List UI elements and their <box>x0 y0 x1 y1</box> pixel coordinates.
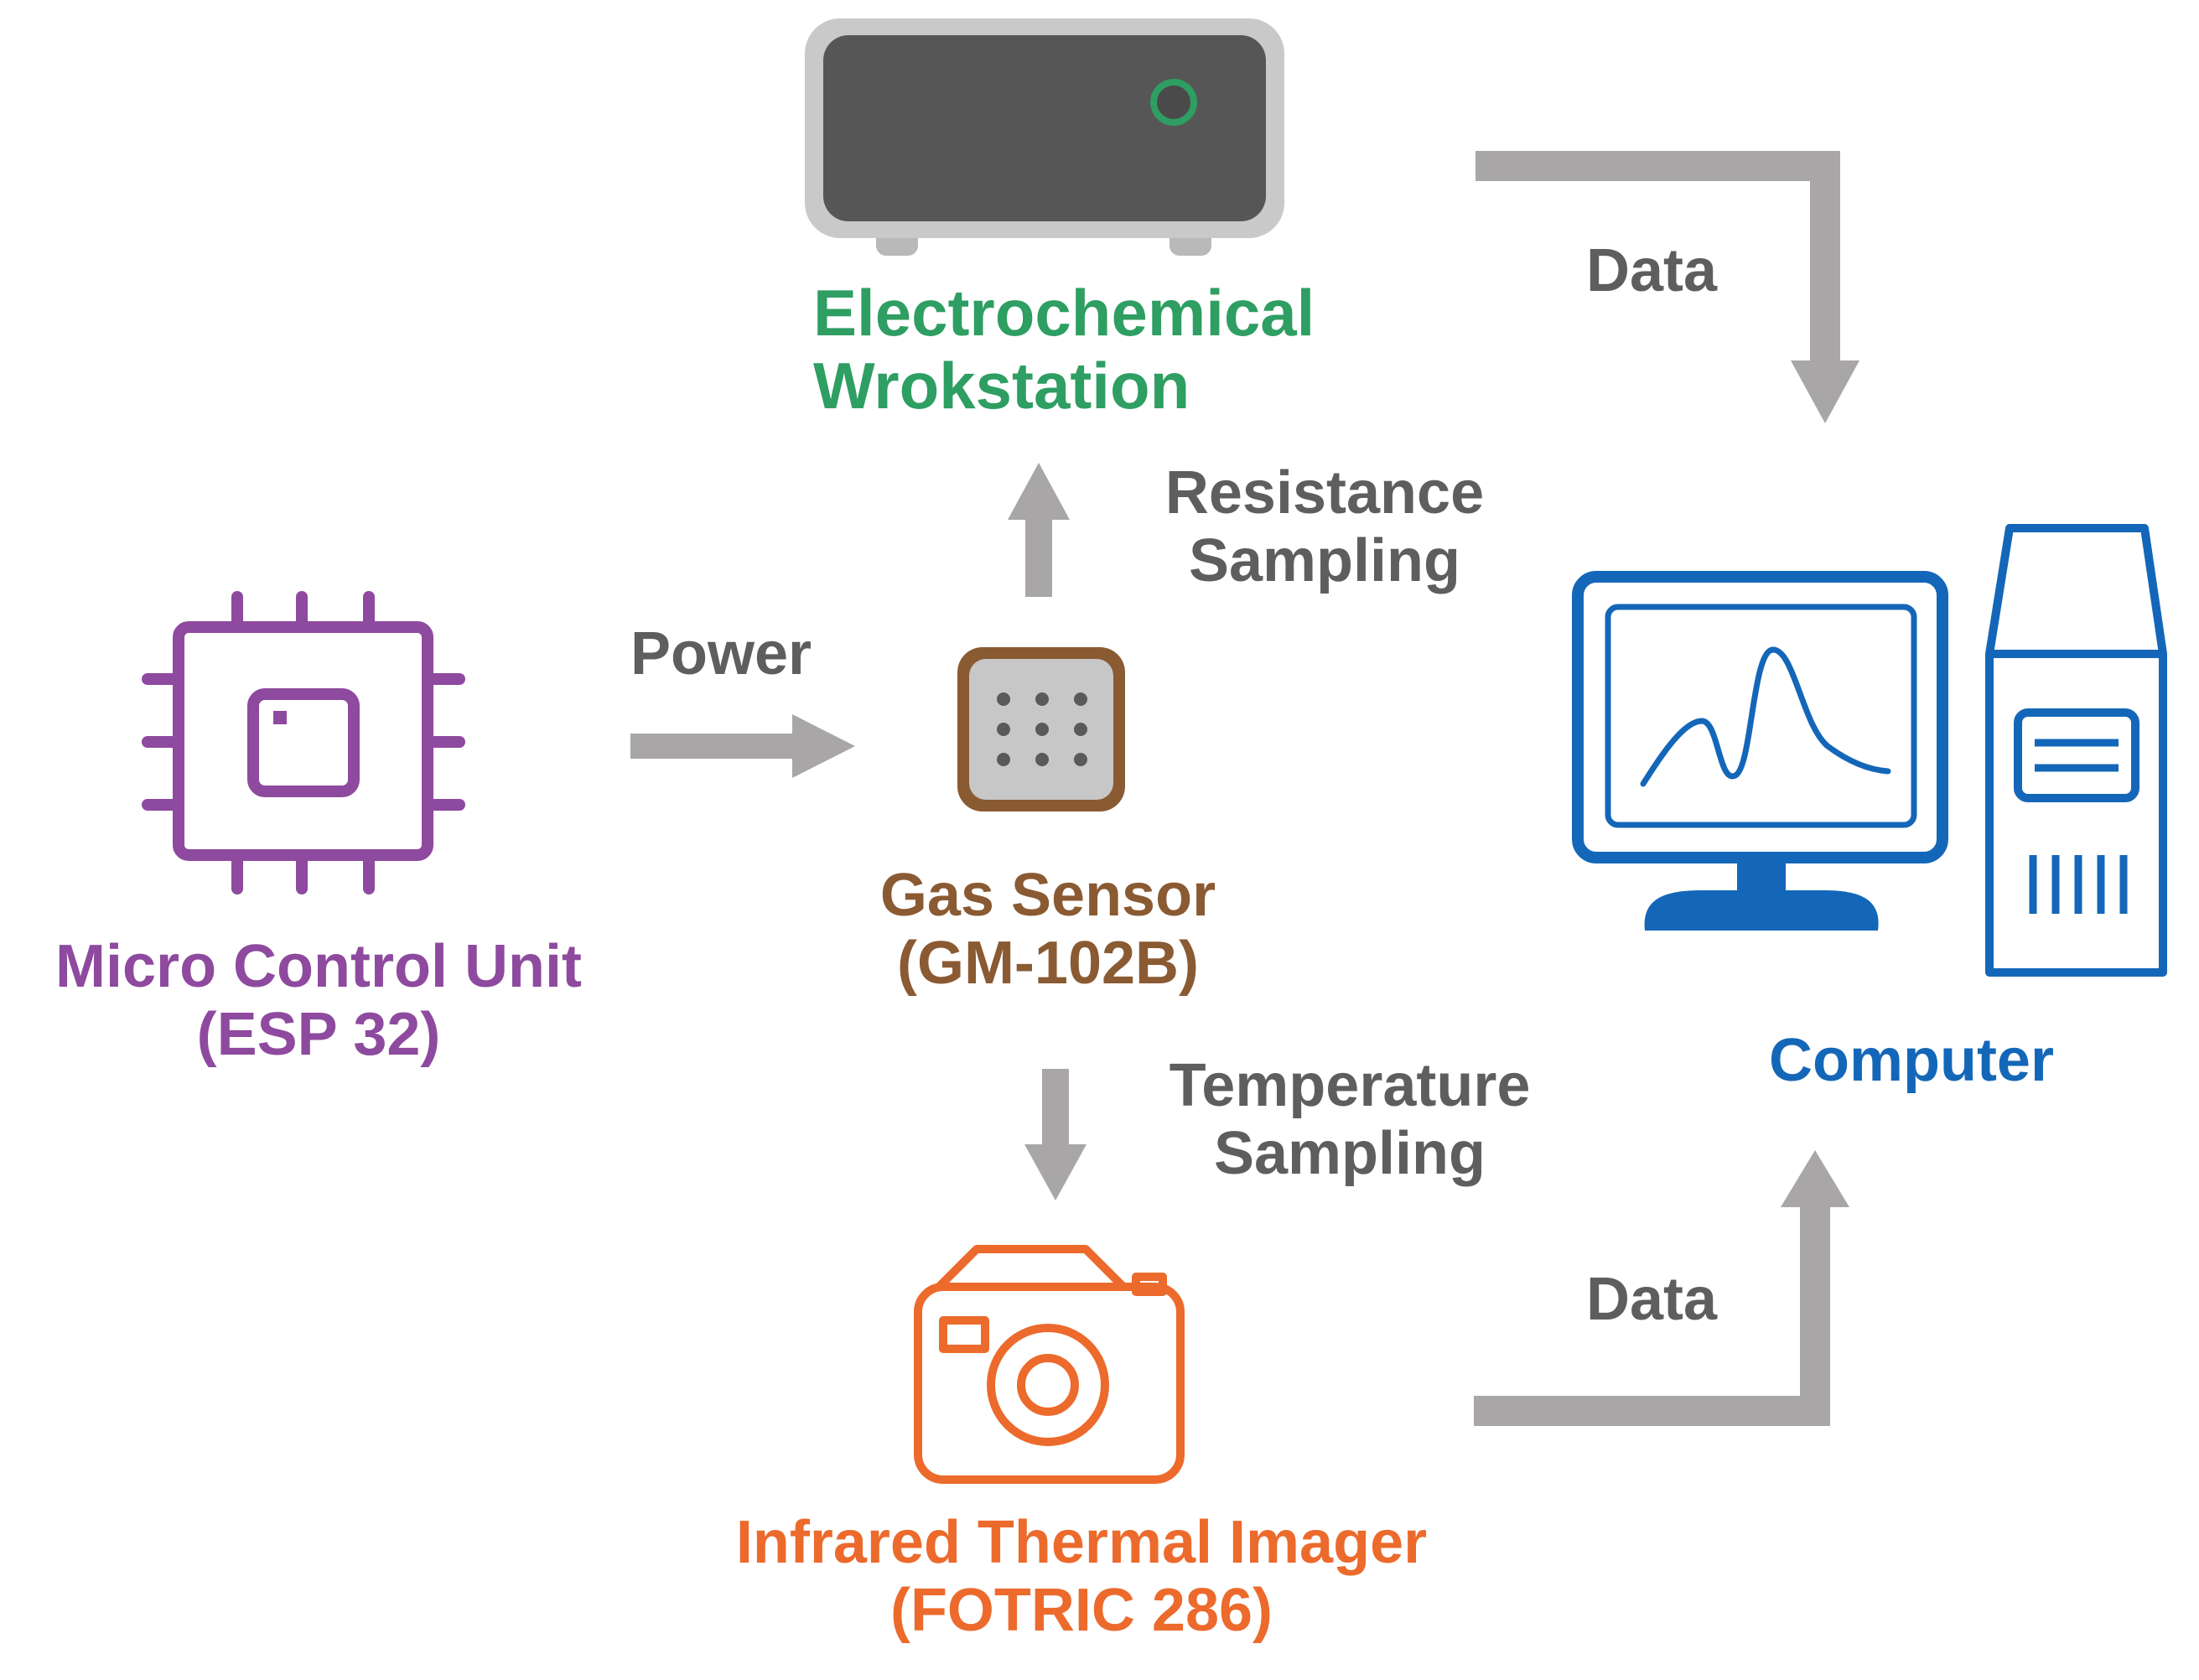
temperature-sampling-label: Temperature Sampling <box>1115 1052 1584 1187</box>
resistance-sampling-label: Resistance Sampling <box>1107 459 1543 594</box>
computer-icon <box>1572 524 2167 977</box>
computer-label: Computer <box>1693 1027 2129 1095</box>
camera-icon <box>914 1245 1185 1484</box>
data-top-label: Data <box>1543 237 1761 305</box>
resistance-arrow <box>1008 463 1070 597</box>
imager-label: Infrared Thermal Imager (FOTRIC 286) <box>637 1509 1526 1644</box>
gas-sensor-label-line: (GM-102B) <box>896 929 1200 997</box>
mcu-label: Micro Control Unit (ESP 32) <box>0 933 637 1068</box>
mcu-label-line: Micro Control Unit <box>55 933 582 1000</box>
imager-label-line: Infrared Thermal Imager <box>735 1509 1428 1576</box>
data-bottom-label-line: Data <box>1585 1266 1718 1333</box>
power-label-line: Power <box>630 620 812 687</box>
power-arrow <box>630 714 855 778</box>
gas-sensor-icon <box>957 647 1125 811</box>
workstation-label-line: Electrochemical <box>813 276 1315 350</box>
gas-sensor-label-line: Gas Sensor <box>879 862 1216 929</box>
gas-sensor-label: Gas Sensor (GM-102B) <box>796 862 1299 997</box>
resistance-label-line: Resistance <box>1164 459 1485 526</box>
temperature-arrow <box>1024 1069 1087 1200</box>
data-bottom-label: Data <box>1543 1266 1761 1334</box>
computer-label-line: Computer <box>1769 1027 2054 1094</box>
temperature-label-line: Temperature <box>1169 1052 1531 1119</box>
data-bottom-arrow <box>1474 1150 1849 1426</box>
workstation-label: Electrochemical Wrokstation <box>696 276 1450 423</box>
microchip-icon <box>142 591 465 894</box>
electrochemical-workstation-icon <box>805 18 1284 256</box>
resistance-label-line: Sampling <box>1188 526 1461 594</box>
workstation-label-line: Wrokstation <box>813 349 1190 423</box>
temperature-label-line: Sampling <box>1213 1119 1486 1187</box>
data-top-label-line: Data <box>1585 237 1718 304</box>
data-top-arrow <box>1476 151 1859 423</box>
power-label: Power <box>587 620 855 688</box>
imager-label-line: (FOTRIC 286) <box>889 1576 1273 1644</box>
mcu-label-line: (ESP 32) <box>196 1000 441 1068</box>
